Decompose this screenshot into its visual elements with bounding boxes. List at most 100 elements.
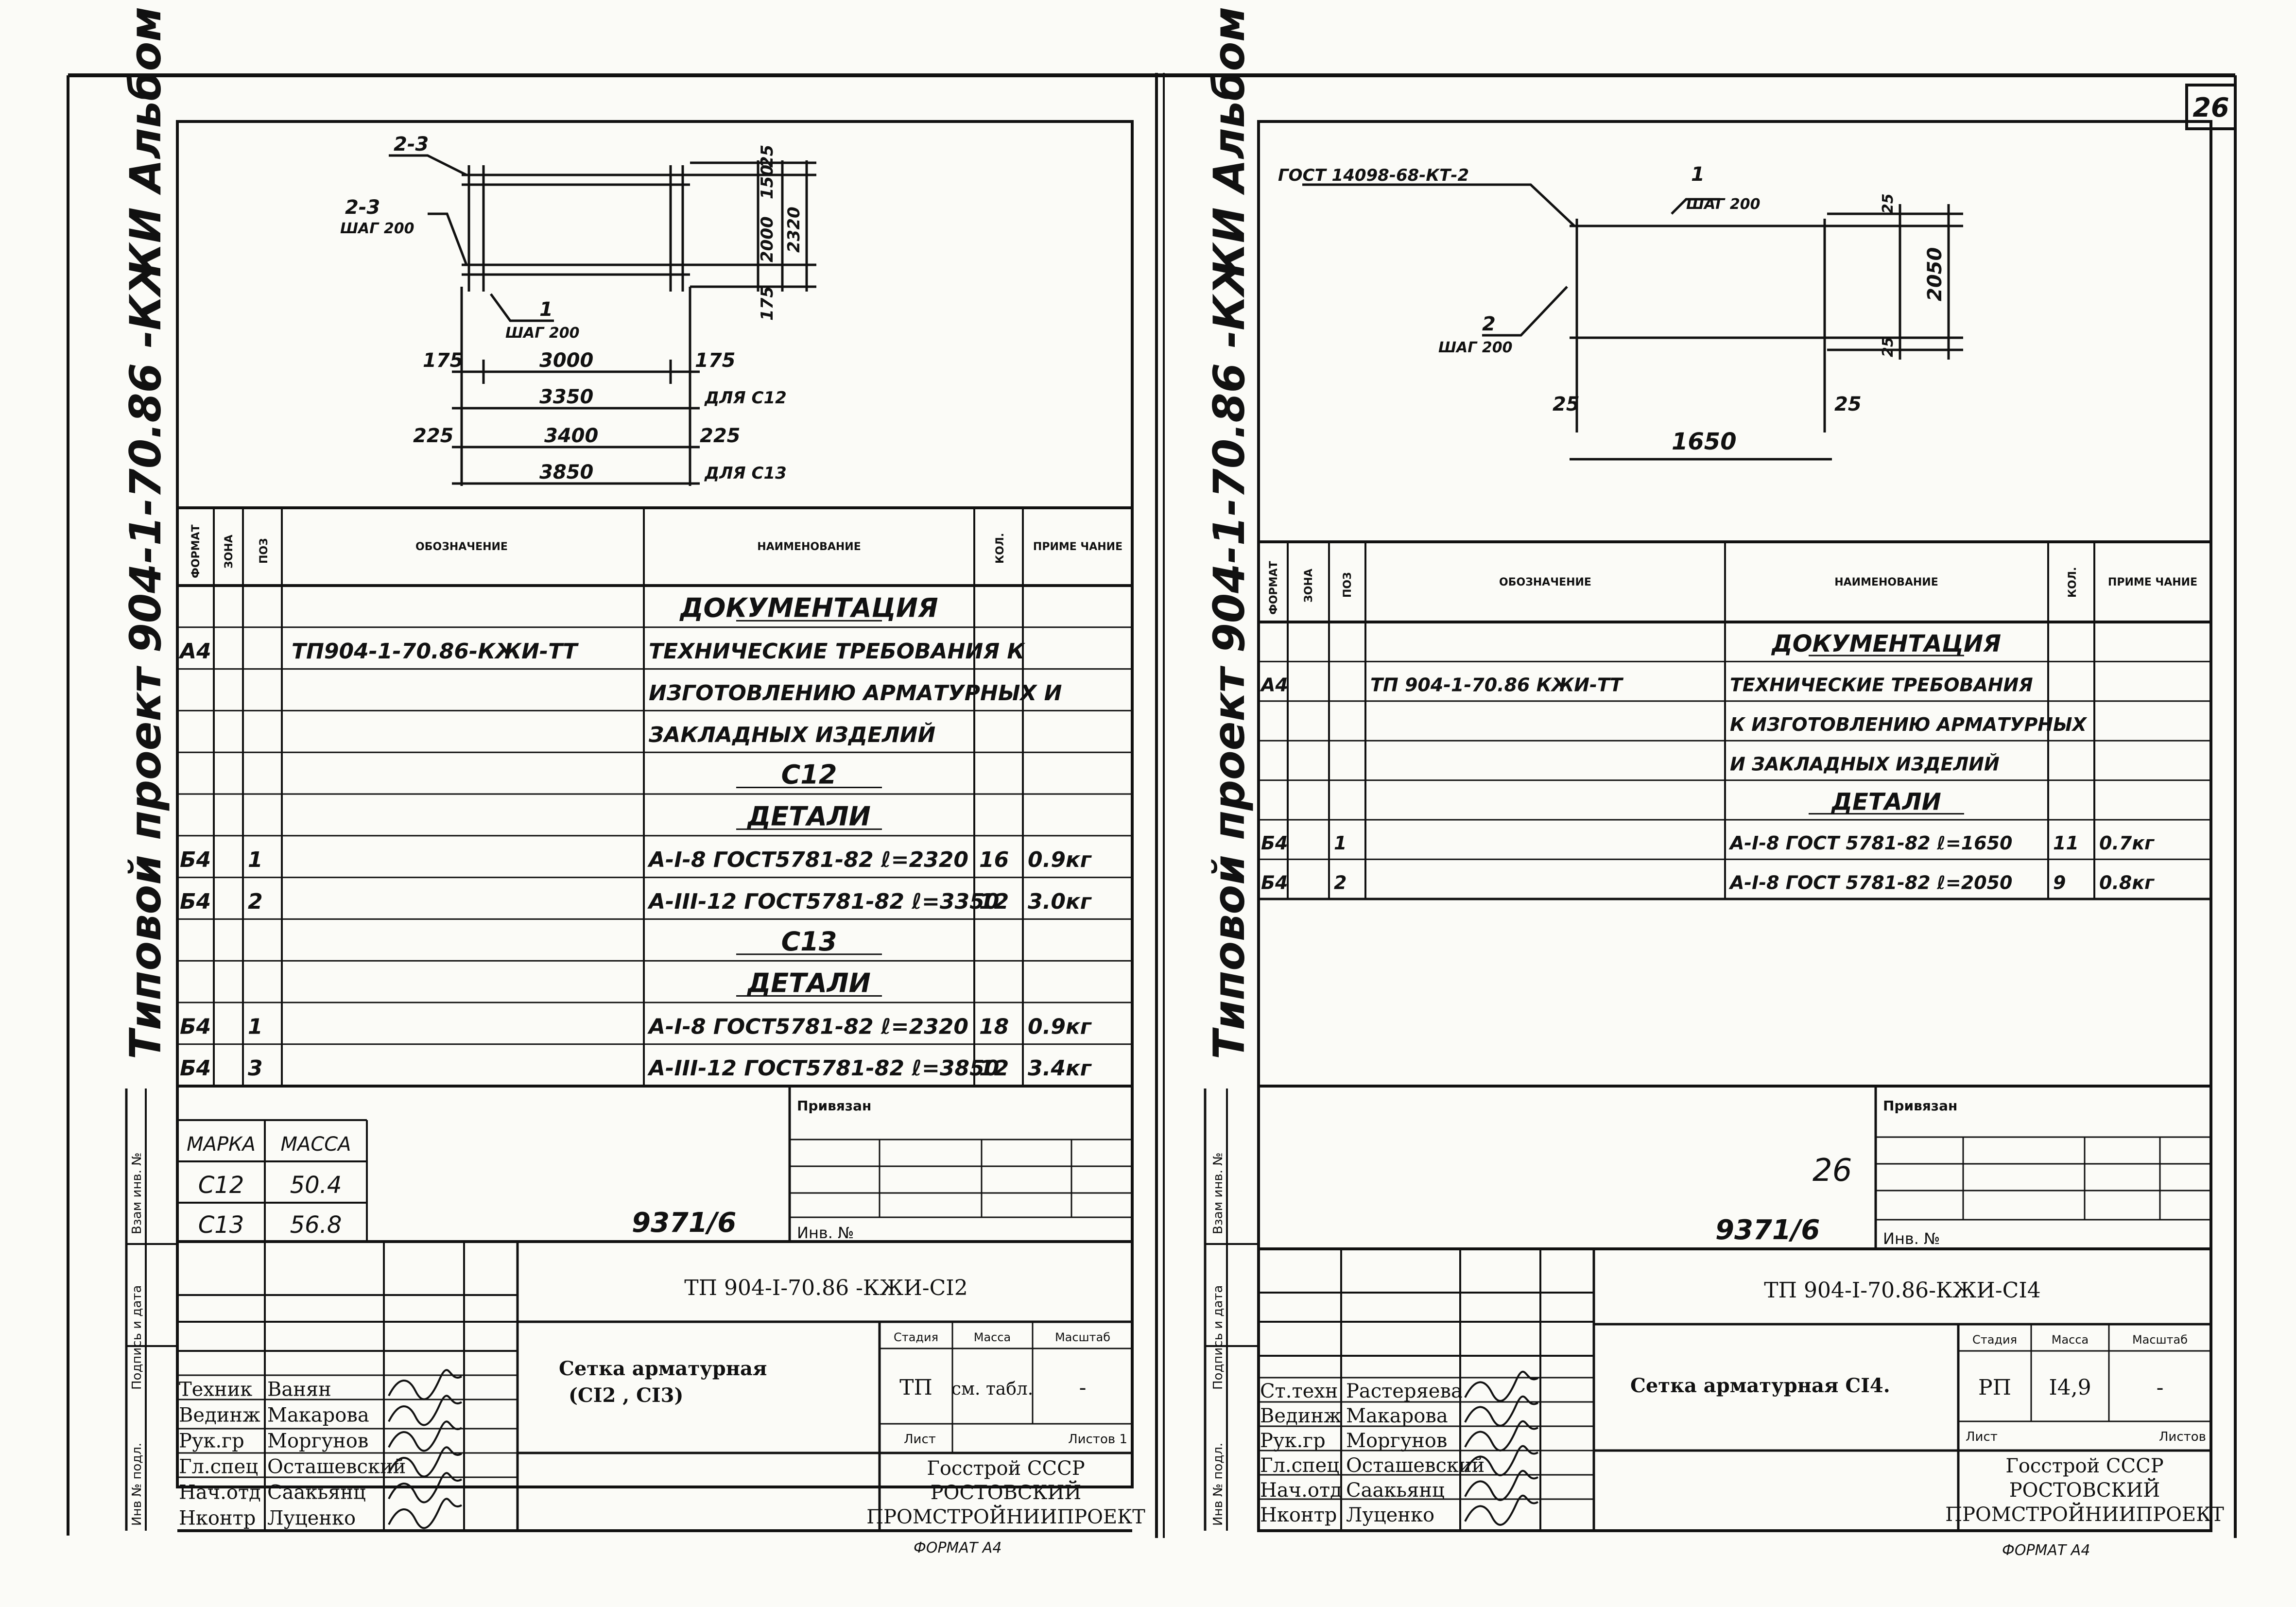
- dim-175-v: 175: [758, 286, 777, 321]
- signature-role: Нач.отд: [179, 1481, 261, 1503]
- signature-role: Ст.техн: [1260, 1380, 1338, 1402]
- spec-row: ДЕТАЛИ: [177, 968, 1132, 1003]
- col-header-designation: ОБОЗНАЧЕНИЕ: [415, 541, 508, 553]
- right-mesh-drawing: [1302, 183, 1963, 461]
- signature-name: Моргунов: [267, 1430, 368, 1452]
- signature-name: Макарова: [267, 1404, 369, 1426]
- right-stamp-side-labels: Инв № подл. Подпись и дата Взам инв. №: [1211, 1153, 1226, 1526]
- cell-pos: 3: [248, 1056, 263, 1081]
- signature-name: Макарова: [1346, 1405, 1448, 1427]
- spec-row: ДОКУМЕНТАЦИЯ: [1259, 630, 2211, 662]
- col-header-name: НАИМЕНОВАНИЕ: [757, 541, 861, 553]
- signature-scribble: [1464, 1370, 1539, 1402]
- left-mass-table: МАРКА МАССА С12 50.4 С13 56.8: [187, 1133, 351, 1239]
- cell-name: А-III-12 ГОСТ5781-82 ℓ=3350: [647, 889, 999, 914]
- signature-role: Нконтр: [1260, 1504, 1337, 1526]
- mass-mark-c13: С13: [198, 1211, 244, 1239]
- label-pos2: 2-3: [345, 196, 380, 219]
- label-gost-ref: ГОСТ 14098-68-КТ-2: [1278, 166, 1469, 185]
- label-pos1-step: ШАГ 200: [505, 325, 579, 342]
- cell-name: А-I-8 ГОСТ5781-82 ℓ=2320: [647, 1014, 968, 1039]
- label-pos1-right: 1: [1691, 163, 1705, 186]
- cell-note: 0.7кг: [2099, 832, 2155, 854]
- left-spec-headers: ФОРМАТ ЗОНА ПОЗ ОБОЗНАЧЕНИЕ НАИМЕНОВАНИЕ…: [190, 524, 1122, 578]
- signature-name: Саакьянц: [267, 1481, 366, 1503]
- dim-175-left: 175: [423, 349, 464, 372]
- signature-scribble: [388, 1446, 463, 1478]
- cell-name: ИЗГОТОВЛЕНИЮ АРМАТУРНЫХ И: [649, 681, 1062, 706]
- cell-name: А-I-8 ГОСТ 5781-82 ℓ=2050: [1728, 872, 2013, 893]
- left-title-name-1: Сетка арматурная: [559, 1357, 767, 1380]
- cell-note: 0.9кг: [1028, 847, 1092, 872]
- left-sheets-label: Листов 1: [1068, 1432, 1127, 1447]
- dim-25-bottom-right: 25: [1880, 337, 1897, 357]
- outer-frames: [67, 73, 2237, 1538]
- left-mass-header: Масса: [974, 1331, 1011, 1344]
- dim-3000: 3000: [539, 349, 593, 372]
- right-org-2: РОСТОВСКИЙ: [2009, 1478, 2160, 1502]
- left-title-code: ТП 904-I-70.86 -КЖИ-СI2: [684, 1276, 967, 1300]
- cell-note: 0.9кг: [1028, 1014, 1092, 1039]
- signature-name: Луценко: [267, 1507, 356, 1529]
- left-sheet: Типовой проект 904-1-70.86 -КЖИ Альбом 6: [121, 0, 1145, 1556]
- dim-225-left: 225: [413, 425, 454, 447]
- right-drawing-labels: ГОСТ 14098-68-КТ-2 1 ШАГ 200 2 ШАГ 200 2…: [1278, 163, 1946, 455]
- signature-scribble: [1464, 1395, 1539, 1427]
- right-stamp: [1204, 1085, 2211, 1532]
- signature-scribble: [388, 1498, 463, 1529]
- dim-25-left-right: 25: [1553, 393, 1580, 415]
- right-stage-header: Стадия: [1972, 1333, 2017, 1347]
- right-format-label: ФОРМАТ А4: [2002, 1542, 2090, 1559]
- signature-name: Моргунов: [1346, 1430, 1447, 1452]
- cell-heading: ДОКУМЕНТАЦИЯ: [1771, 630, 2001, 657]
- mass-mark-c12: С12: [198, 1172, 244, 1199]
- cell-qty: 16: [979, 847, 1009, 872]
- signature-role: Рук.гр: [179, 1430, 244, 1452]
- cell-name: А-III-12 ГОСТ5781-82 ℓ=3850: [647, 1056, 999, 1081]
- mass-header-mass: МАССА: [280, 1133, 351, 1156]
- dim-3400: 3400: [544, 425, 598, 447]
- cell-qty: 12: [979, 1056, 1009, 1081]
- right-archive-no: 9371/6: [1715, 1214, 1820, 1246]
- col-header-note: ПРИМЕ ЧАНИЕ: [1033, 541, 1122, 553]
- right-stage-value: РП: [1978, 1375, 2011, 1400]
- left-org-2: РОСТОВСКИЙ: [931, 1481, 1082, 1504]
- side-label-sign-right: Подпись и дата: [1211, 1285, 1226, 1390]
- left-vertical-title: Типовой проект 904-1-70.86 -КЖИ Альбом 6: [121, 0, 171, 1059]
- label-pos2-ref: 2-3: [394, 133, 429, 156]
- mass-value-c12: 50.4: [290, 1172, 342, 1199]
- left-drawing-labels: 2-3 2-3 ШАГ 200 1 ШАГ 200 25 150 2000 23…: [340, 133, 804, 484]
- dim-2050: 2050: [1924, 247, 1946, 301]
- cell-qty: 18: [979, 1014, 1009, 1039]
- col-header-zone-right: ЗОНА: [1303, 569, 1315, 603]
- left-privyazan: Привязан: [797, 1098, 871, 1114]
- col-header-format: ФОРМАТ: [190, 524, 202, 578]
- spec-row: ЗАКЛАДНЫХ ИЗДЕЛИЙ: [177, 722, 1132, 753]
- cell-pos: 1: [248, 1014, 263, 1039]
- signature-row: Нач.отд Саакьянц: [179, 1472, 463, 1503]
- left-scale-value: -: [1079, 1375, 1087, 1400]
- dim-225-right: 225: [700, 425, 741, 447]
- dim-3350: 3350: [539, 386, 593, 408]
- dim-top-25: 25: [758, 145, 777, 168]
- signature-role: Нконтр: [179, 1507, 256, 1529]
- label-for-c12: ДЛЯ С12: [704, 388, 787, 408]
- cell-pos: 1: [248, 847, 263, 872]
- right-scale-header: Масштаб: [2132, 1333, 2188, 1347]
- cell-name: К ИЗГОТОВЛЕНИЮ АРМАТУРНЫХ: [1730, 714, 2087, 735]
- signature-scribble: [388, 1420, 463, 1452]
- label-pos1-step-right: ШАГ 200: [1686, 196, 1760, 213]
- left-scale-header: Масштаб: [1055, 1331, 1110, 1344]
- right-drawing-frame: [1257, 120, 2212, 1532]
